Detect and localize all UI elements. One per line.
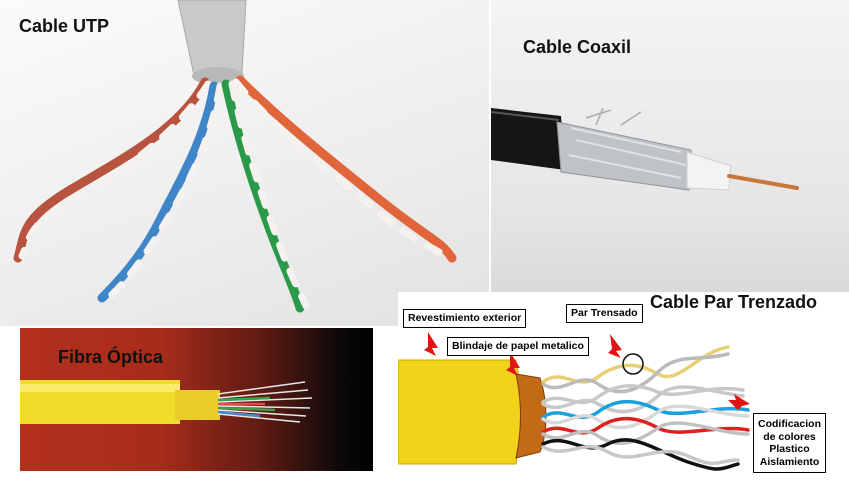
fibra-cable-illustration xyxy=(20,380,313,424)
utp-title: Cable UTP xyxy=(19,16,110,36)
label-blindaje: Blindaje de papel metalico xyxy=(447,337,589,356)
utp-cable-illustration xyxy=(13,0,457,313)
fibra-optica-photo: Fibra Óptica xyxy=(20,328,373,471)
par-trenzado-title: Cable Par Trenzado xyxy=(650,292,818,312)
label-codificacion: Codificacion de colores Plastico Aislami… xyxy=(753,413,827,473)
cable-par-trenzado-diagram: Cable Par Trenzado Revestimiento exterio… xyxy=(398,292,849,483)
cable-coaxil-photo: Cable Coaxil xyxy=(491,0,849,292)
fibra-title: Fibra Óptica xyxy=(58,347,164,367)
par-trenzado-illustration xyxy=(398,332,750,471)
label-revestimiento-exterior: Revestimiento exterior xyxy=(403,309,527,328)
cable-utp-photo: Cable UTP xyxy=(0,0,489,326)
coax-cable-illustration xyxy=(491,107,799,191)
label-codificacion-line-4: Aislamiento xyxy=(759,455,820,468)
label-par-trensado: Par Trensado xyxy=(566,304,643,323)
coax-title: Cable Coaxil xyxy=(523,37,632,57)
label-codificacion-line-2: de colores xyxy=(763,430,816,443)
label-codificacion-line-1: Codificacion xyxy=(758,418,822,430)
label-codificacion-line-3: Plastico xyxy=(769,443,810,455)
